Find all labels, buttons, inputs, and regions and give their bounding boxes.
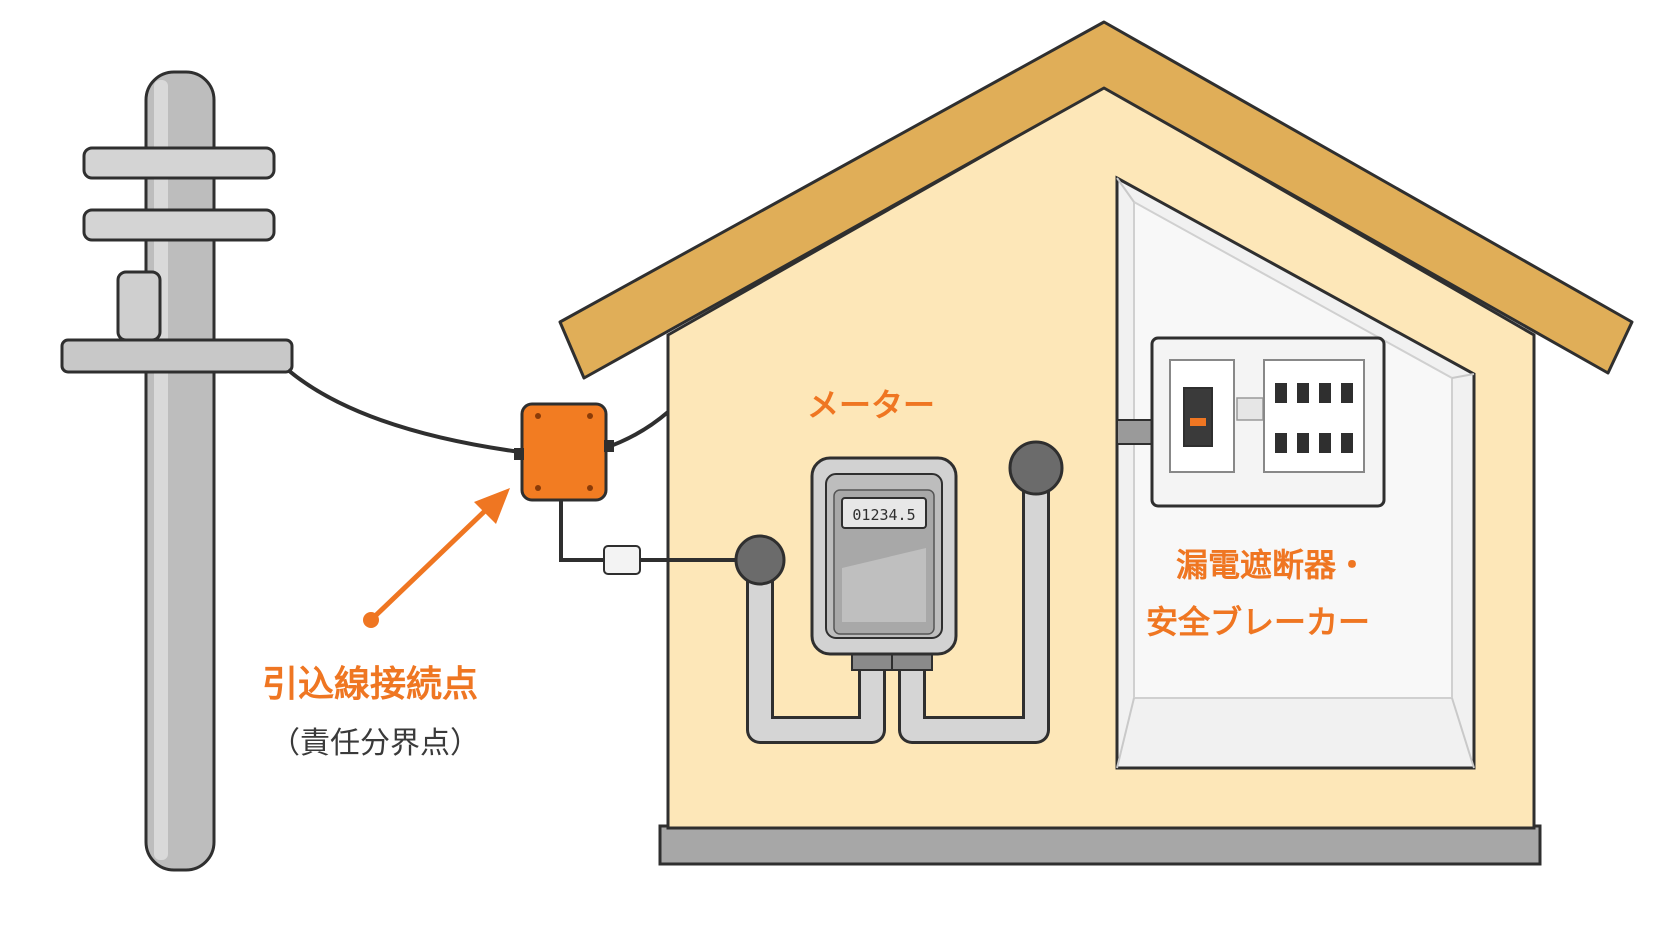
- meter-label: メーター: [807, 386, 936, 424]
- house-roof: [558, 20, 1634, 380]
- utility-pole-icon: [60, 70, 294, 872]
- service-drop-wire: [286, 368, 521, 454]
- wire-clamp: [603, 545, 641, 575]
- house-feed-wire: [604, 410, 670, 450]
- house-foundation: [658, 824, 1542, 866]
- junction-label: 引込線接続点: [262, 664, 479, 705]
- arrow-icon: [363, 488, 510, 628]
- conduit-pipes: [734, 440, 1064, 744]
- meter-feed-wire: [559, 500, 760, 562]
- junction-sublabel: （責任分界点）: [270, 726, 480, 761]
- meter-display: 01234.5: [852, 506, 915, 524]
- breaker-panel-icon: [1116, 336, 1386, 508]
- junction-box-icon: [514, 402, 614, 502]
- breaker-label-line2: 安全ブレーカー: [1146, 603, 1371, 641]
- breaker-label-line1: 漏電遮断器・: [1176, 546, 1369, 584]
- electric-meter-icon: [810, 456, 958, 656]
